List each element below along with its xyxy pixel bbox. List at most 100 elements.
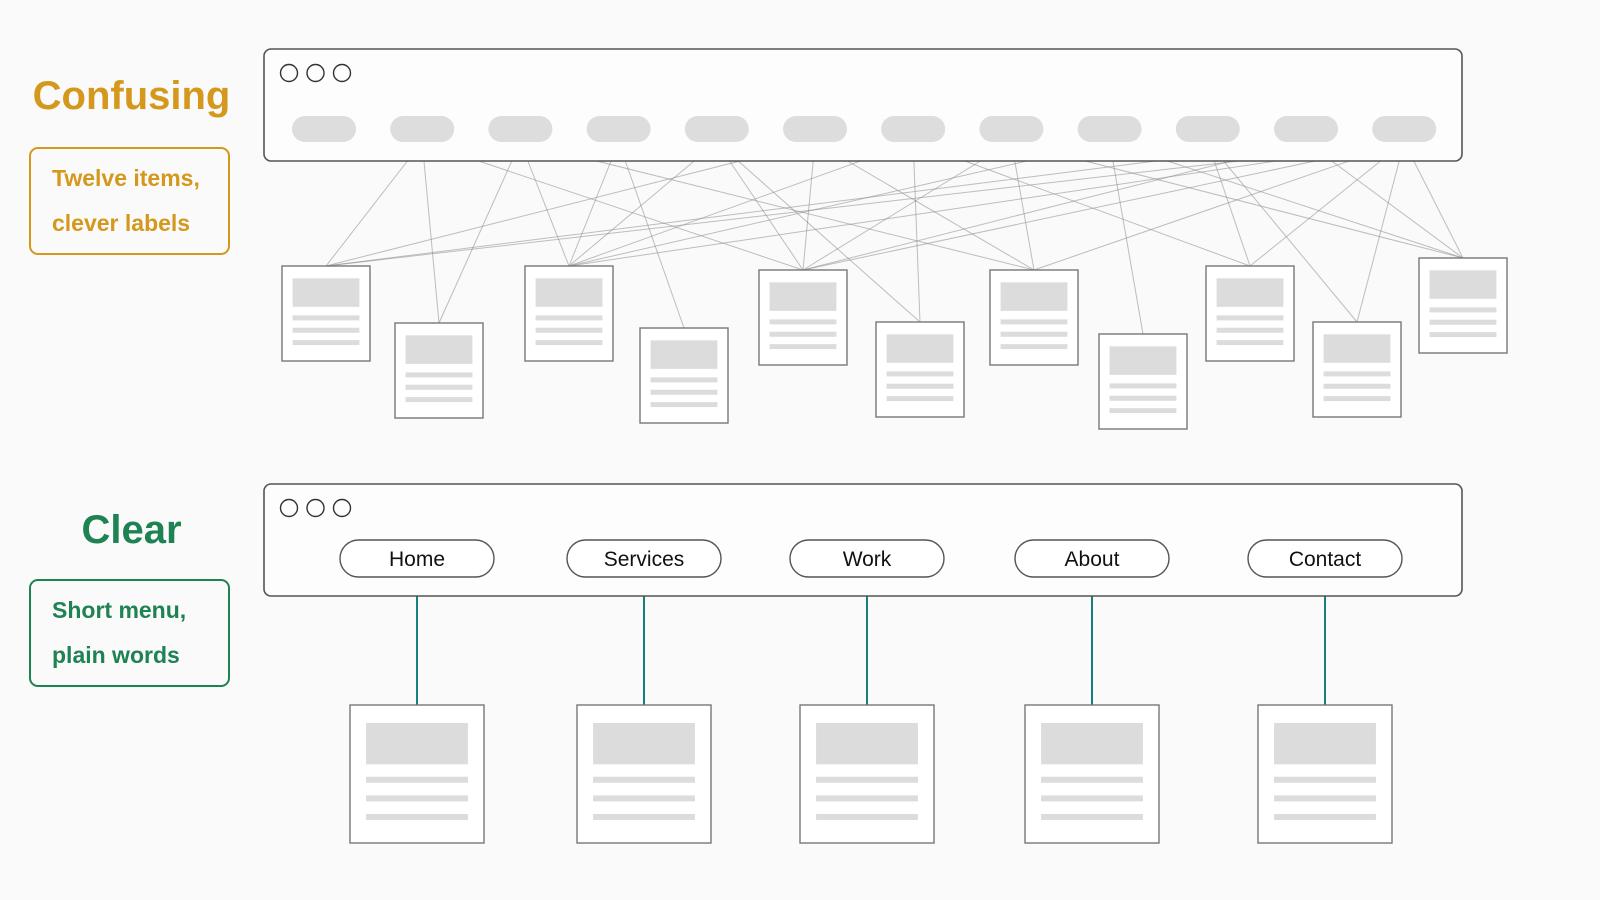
menu-item-pill[interactable] <box>1372 116 1437 142</box>
page-text-line <box>650 402 718 408</box>
clear-caption-box: Short menu, plain words <box>29 579 230 687</box>
circle-icon[interactable] <box>306 498 325 518</box>
page-text-line <box>1429 307 1497 313</box>
circle-icon[interactable] <box>279 498 299 518</box>
nav-button-frame[interactable] <box>1247 539 1403 578</box>
nav-button-home[interactable]: Home <box>339 539 495 578</box>
clear-page <box>349 704 485 844</box>
page-image-placeholder <box>1000 282 1068 311</box>
clear-caption-line-1: Short menu, <box>52 597 187 623</box>
confusing-link-line <box>913 141 1251 267</box>
confusing-page <box>394 322 484 419</box>
page-image-placeholder <box>1429 270 1497 299</box>
page-text-line <box>535 327 603 333</box>
page-text-line <box>1109 383 1177 389</box>
menu-item-pill[interactable] <box>1077 116 1142 142</box>
page-image-placeholder <box>1216 278 1284 307</box>
confusing-link-line <box>325 141 816 267</box>
confusing-link-line <box>1207 141 1358 323</box>
circle-icon[interactable] <box>279 63 299 83</box>
page-text-line <box>1000 344 1068 350</box>
page-text-line <box>1323 383 1391 389</box>
clear-title: Clear <box>81 508 182 552</box>
page-text-line <box>769 319 837 325</box>
page-text-line <box>816 776 918 783</box>
page-text-line <box>1429 332 1497 338</box>
circle-icon[interactable] <box>332 498 352 518</box>
page-text-line <box>1109 395 1177 401</box>
page-text-line <box>1041 814 1143 821</box>
page-image-placeholder <box>593 722 695 765</box>
page-text-line <box>1216 315 1284 321</box>
page-text-line <box>769 344 837 350</box>
confusing-caption-box: Twelve items, clever labels <box>29 147 230 255</box>
page-text-line <box>1041 776 1143 783</box>
page-text-line <box>1274 776 1376 783</box>
menu-item-pill[interactable] <box>586 116 651 142</box>
clear-browser-window: Home Services Work About Contact <box>263 483 1463 597</box>
clear-caption-line-2: plain words <box>52 642 180 668</box>
circle-icon[interactable] <box>332 63 352 83</box>
page-text-line <box>593 795 695 802</box>
menu-item-pill[interactable] <box>783 116 847 142</box>
menu-item-pill[interactable] <box>1175 116 1240 142</box>
confusing-link-line <box>1356 141 1405 323</box>
confusing-link-line <box>802 141 1012 271</box>
confusing-page <box>639 327 729 424</box>
nav-button-contact[interactable]: Contact <box>1247 539 1403 578</box>
menu-item-pill[interactable] <box>979 116 1044 142</box>
page-image-placeholder <box>1323 334 1391 363</box>
nav-button-services[interactable]: Services <box>566 539 722 578</box>
confusing-link-line <box>1249 141 1405 267</box>
confusing-link-line <box>568 141 914 267</box>
page-image-placeholder <box>769 282 837 311</box>
confusing-link-line <box>716 141 921 323</box>
page-image-placeholder <box>816 722 918 765</box>
circle-icon[interactable] <box>306 63 325 83</box>
nav-button-frame[interactable] <box>789 539 945 578</box>
nav-button-frame[interactable] <box>566 539 722 578</box>
page-text-line <box>816 795 918 802</box>
menu-item-pill[interactable] <box>1274 116 1338 142</box>
confusing-page <box>1098 333 1188 430</box>
menu-item-pill[interactable] <box>488 116 553 142</box>
menu-item-pill[interactable] <box>684 116 749 142</box>
confusing-link-line <box>422 141 804 271</box>
confusing-link-line <box>568 141 718 267</box>
confusing-links <box>325 141 1464 335</box>
nav-button-frame[interactable] <box>339 539 495 578</box>
page-image-placeholder <box>886 334 954 363</box>
page-image-placeholder <box>292 278 360 307</box>
page-text-line <box>593 814 695 821</box>
clear-pages <box>349 704 1393 844</box>
confusing-link-line <box>325 141 1405 267</box>
nav-button-label: Home <box>389 548 445 571</box>
clear-links <box>416 596 1326 705</box>
page-text-line <box>650 389 718 395</box>
confusing-caption-line-2: clever labels <box>52 210 191 236</box>
nav-button-label: Services <box>604 548 685 571</box>
clear-page <box>799 704 935 844</box>
menu-item-pill[interactable] <box>390 116 455 142</box>
menu-item-pill[interactable] <box>292 116 356 142</box>
page-text-line <box>886 383 954 389</box>
menu-item-pill[interactable] <box>881 116 946 142</box>
page-text-line <box>1000 319 1068 325</box>
page-text-line <box>1216 327 1284 333</box>
confusing-link-line <box>568 141 1405 267</box>
page-text-line <box>1429 319 1497 325</box>
page-image-placeholder <box>650 340 718 369</box>
page-text-line <box>366 776 468 783</box>
page-text-line <box>593 776 695 783</box>
confusing-page <box>989 269 1079 366</box>
clear-page <box>1024 704 1160 844</box>
page-image-placeholder <box>405 335 473 364</box>
nav-button-work[interactable]: Work <box>789 539 945 578</box>
confusing-link-line <box>325 141 423 267</box>
page-text-line <box>1109 408 1177 414</box>
clear-page <box>1257 704 1393 844</box>
nav-button-about[interactable]: About <box>1014 539 1170 578</box>
nav-button-frame[interactable] <box>1014 539 1170 578</box>
confusing-page <box>875 321 965 418</box>
